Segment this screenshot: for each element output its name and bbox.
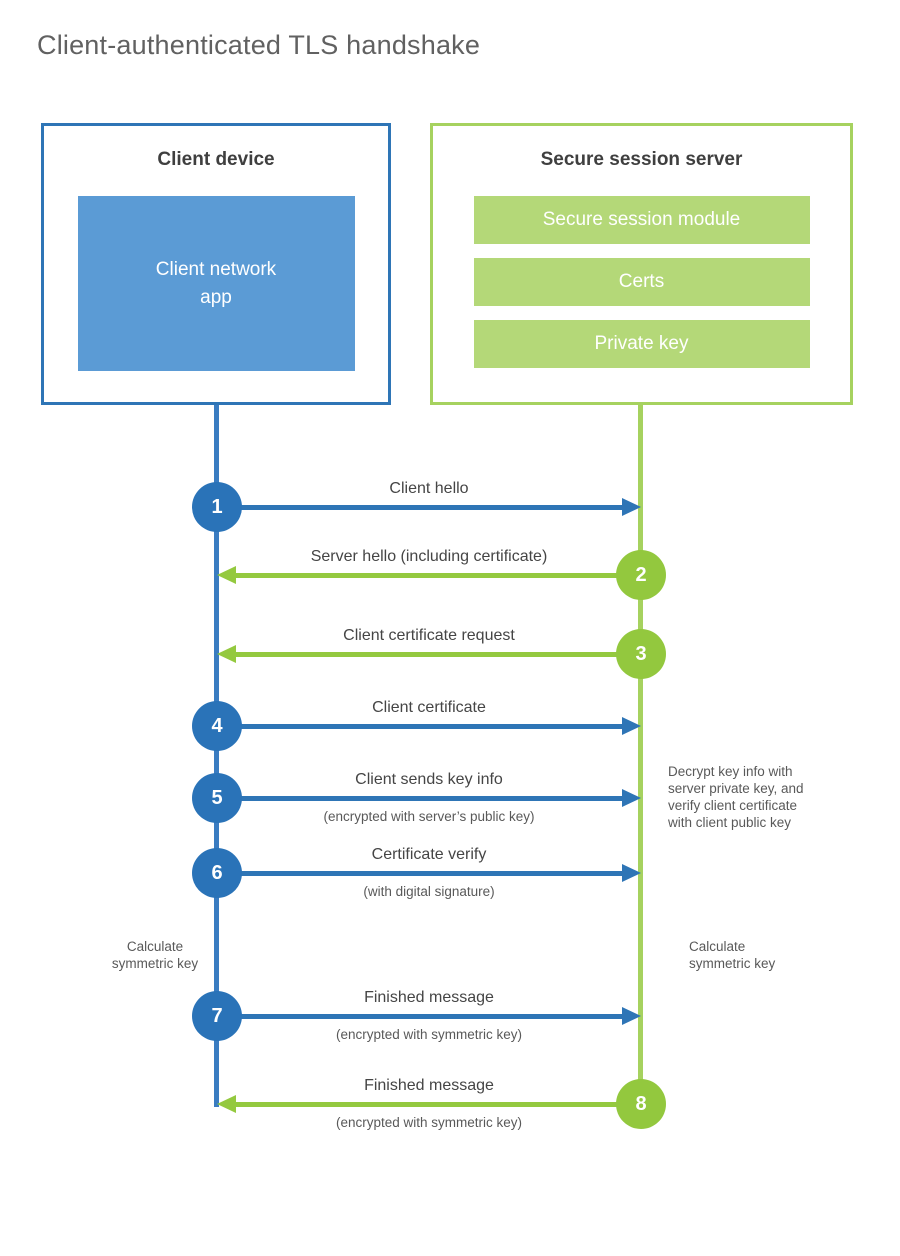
step-circle-7: 7: [192, 991, 242, 1041]
arrow-line: [217, 796, 623, 801]
client-network-app-box: Client network app: [77, 196, 355, 371]
arrow-line: [235, 1102, 641, 1107]
calc-note-line: symmetric key: [111, 956, 199, 971]
message-sublabel: (encrypted with server’s public key): [323, 809, 535, 824]
decrypt-key-note: Decrypt key info with server private key…: [668, 763, 843, 831]
server-title: Secure session server: [540, 149, 743, 170]
client-lifeline: [214, 405, 219, 1107]
step-circle-2: 2: [616, 550, 666, 600]
step-circle-3: 3: [616, 629, 666, 679]
decrypt-note-line: verify client certificate: [668, 798, 798, 813]
arrow-line: [217, 724, 623, 729]
arrow-head-right-icon: [622, 717, 641, 735]
page-title: Client-authenticated TLS handshake: [37, 30, 481, 60]
module-bar-certs: Certs: [473, 258, 810, 306]
message-label: Client certificate request: [343, 627, 515, 644]
arrow-line: [235, 573, 641, 578]
decrypt-note-line: server private key, and: [668, 781, 804, 796]
message-label: Server hello (including certificate): [310, 548, 548, 565]
module-bar-private-key: Private key: [473, 320, 810, 368]
calculate-symmetric-key-note-server: Calculate symmetric key: [689, 938, 829, 972]
arrow-line: [217, 1014, 623, 1019]
message-label: Finished message: [364, 1077, 494, 1094]
arrow-line: [235, 652, 641, 657]
arrow-line: [217, 505, 623, 510]
server-lifeline: [638, 405, 643, 1105]
message-label: Client certificate: [372, 699, 486, 716]
message-sublabel: (with digital signature): [363, 884, 495, 899]
step-circle-6: 6: [192, 848, 242, 898]
server-module-stack: Secure session module Certs Private key: [433, 196, 850, 368]
message-sublabel: (encrypted with symmetric key): [335, 1115, 523, 1130]
arrow-head-left-icon: [217, 1095, 236, 1113]
message-sublabel: (encrypted with symmetric key): [335, 1027, 523, 1042]
arrow-head-right-icon: [622, 864, 641, 882]
message-label: Client sends key info: [355, 771, 503, 788]
message-label: Finished message: [364, 989, 494, 1006]
arrow-head-right-icon: [622, 498, 641, 516]
client-device-box: Client device Client network app: [41, 123, 391, 405]
arrow-head-right-icon: [622, 789, 641, 807]
client-device-title: Client device: [157, 149, 275, 170]
module-bar-secure-session-module: Secure session module: [473, 196, 810, 244]
client-app-label-line2: app: [200, 286, 232, 308]
message-label: Client hello: [389, 480, 469, 497]
calc-note-line: symmetric key: [689, 956, 776, 971]
arrow-head-left-icon: [217, 645, 236, 663]
calculate-symmetric-key-note-client: Calculate symmetric key: [85, 938, 225, 972]
arrow-head-right-icon: [622, 1007, 641, 1025]
step-circle-8: 8: [616, 1079, 666, 1129]
step-circle-5: 5: [192, 773, 242, 823]
decrypt-note-line: Decrypt key info with: [668, 764, 793, 779]
message-label: Certificate verify: [371, 846, 487, 863]
calc-note-line: Calculate: [689, 939, 746, 954]
step-circle-4: 4: [192, 701, 242, 751]
calc-note-line: Calculate: [126, 939, 184, 954]
arrow-head-left-icon: [217, 566, 236, 584]
arrow-line: [217, 871, 623, 876]
client-app-label-line1: Client network: [155, 258, 277, 280]
step-circle-1: 1: [192, 482, 242, 532]
decrypt-note-line: with client public key: [668, 815, 792, 830]
secure-session-server-box: Secure session server Secure session mod…: [430, 123, 853, 405]
